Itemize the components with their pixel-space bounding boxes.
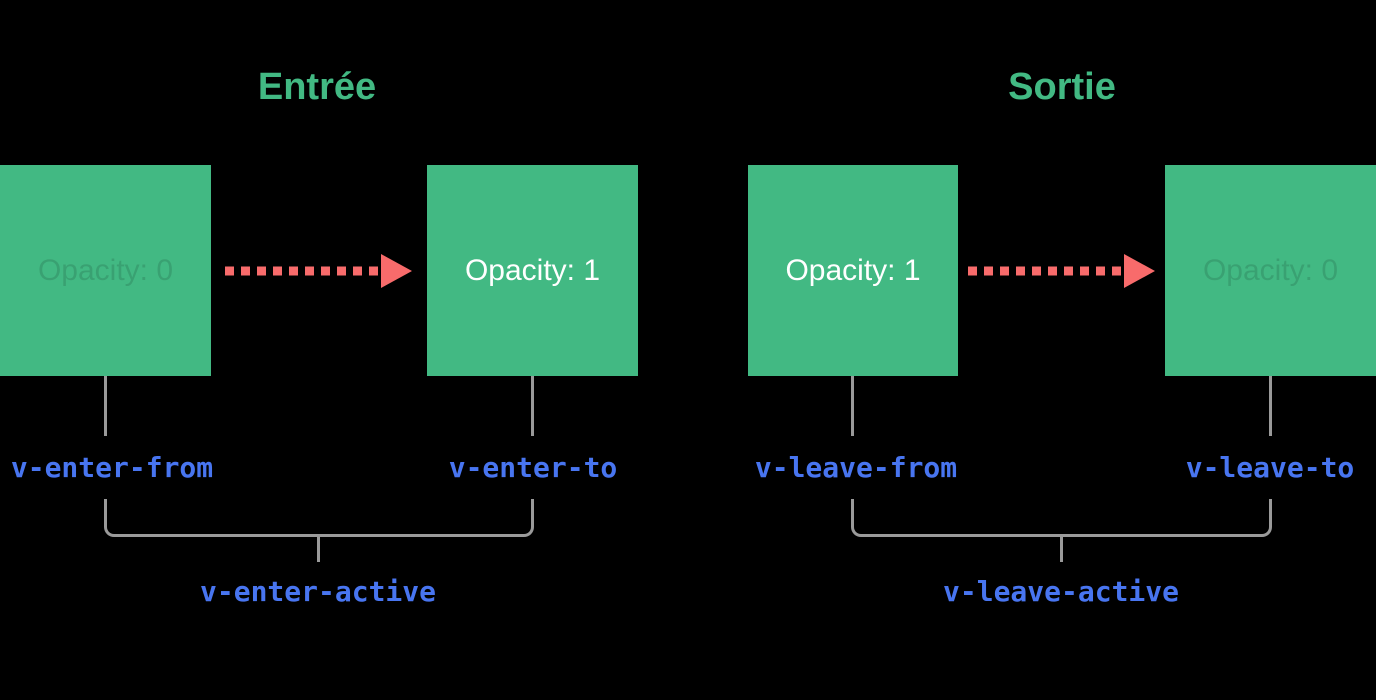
enter-active-stem-line: [317, 536, 320, 562]
leave-active-stem-line: [1060, 536, 1063, 562]
leave-to-box: Opacity: 0: [1165, 165, 1376, 376]
enter-active-bracket: [104, 499, 534, 537]
leave-from-connector-line: [851, 376, 854, 436]
leave-to-opacity-text: Opacity: 0: [1202, 253, 1339, 287]
v-leave-to-label: v-leave-to: [1185, 451, 1355, 484]
v-enter-to-label: v-enter-to: [448, 451, 618, 484]
v-leave-active-label: v-leave-active: [942, 575, 1180, 608]
leave-to-connector-line: [1269, 376, 1272, 436]
v-enter-from-label: v-enter-from: [10, 451, 214, 484]
enter-from-connector-line: [104, 376, 107, 436]
leave-dashed-arrow-icon: [968, 254, 1155, 288]
enter-from-box: Opacity: 0: [0, 165, 211, 376]
enter-from-opacity-text: Opacity: 0: [37, 253, 174, 287]
leave-from-box: Opacity: 1: [748, 165, 958, 376]
enter-section-title: Entrée: [257, 66, 377, 108]
leave-active-bracket: [851, 499, 1272, 537]
v-leave-from-label: v-leave-from: [754, 451, 958, 484]
leave-section-title: Sortie: [1008, 66, 1116, 108]
enter-dashed-arrow-icon: [225, 254, 412, 288]
enter-to-box: Opacity: 1: [427, 165, 638, 376]
v-enter-active-label: v-enter-active: [199, 575, 437, 608]
enter-to-connector-line: [531, 376, 534, 436]
leave-from-opacity-text: Opacity: 1: [785, 253, 921, 287]
enter-to-opacity-text: Opacity: 1: [464, 253, 601, 287]
